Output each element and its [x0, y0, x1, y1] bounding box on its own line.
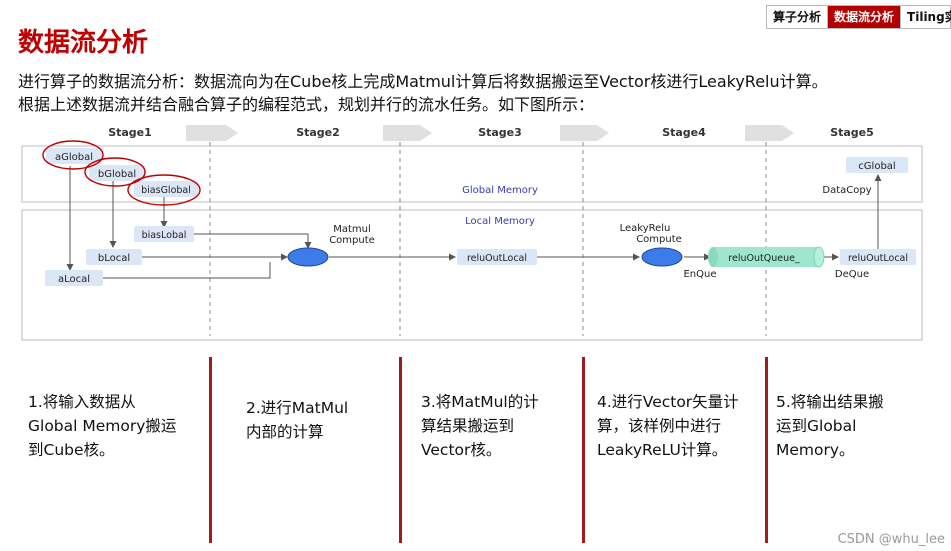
stage2-description: 2.进行MatMul 内部的计算: [246, 396, 348, 444]
node-reluOutLocal-stage5-label: reluOutLocal: [848, 253, 908, 264]
stage-label-2: Stage2: [296, 126, 340, 139]
node-biasGlobal: [134, 181, 198, 197]
intro-text: 进行算子的数据流分析：数据流向为在Cube核上完成Matmul计算后将数据搬运至…: [18, 70, 943, 116]
node-reluOutLocal-stage3: [457, 249, 537, 265]
stage-arrow-3: [560, 125, 609, 141]
stage3-desc-line1: 3.将MatMul的计: [421, 393, 539, 411]
node-cGlobal-label: cGlobal: [858, 161, 895, 172]
column-divider-3: [582, 357, 585, 543]
node-aGlobal: [46, 148, 102, 164]
leakyrelu-label-line2: Compute: [636, 234, 682, 245]
stage2-desc-line2: 内部的计算: [246, 423, 324, 441]
datacopy-label: DataCopy: [822, 185, 871, 196]
stage-label-5: Stage5: [830, 126, 874, 139]
node-bLocal: [86, 249, 142, 265]
node-bGlobal-label: bGlobal: [98, 169, 136, 180]
stage-label-4: Stage4: [662, 126, 706, 139]
tab-dataflow-analysis[interactable]: 数据流分析: [828, 6, 902, 28]
queue-left-cap: [708, 247, 718, 267]
top-tab-bar: 算子分析 数据流分析 Tiling实: [766, 5, 951, 29]
stage3-description: 3.将MatMul的计 算结果搬运到 Vector核。: [421, 390, 539, 462]
highlight-circle-biasGlobal: [127, 174, 201, 206]
watermark: CSDN @whu_lee: [837, 532, 945, 547]
tab-operator-analysis[interactable]: 算子分析: [767, 6, 829, 28]
deque-label: DeQue: [835, 269, 869, 280]
tab-tiling[interactable]: Tiling实: [901, 6, 951, 28]
stage-arrow-4: [745, 125, 794, 141]
node-biasGlobal-label: biasGlobal: [141, 185, 191, 196]
node-reluOutLocal-stage5: [840, 249, 916, 265]
stage-label-3: Stage3: [478, 126, 522, 139]
stage4-desc-line1: 4.进行Vector矢量计: [597, 393, 739, 411]
stage4-desc-line2: 算，该样例中进行: [597, 417, 722, 435]
stage3-desc-line3: Vector核。: [421, 441, 502, 459]
stage-label-1: Stage1: [108, 126, 152, 139]
stage4-desc-line3: LeakyReLU计算。: [597, 441, 728, 459]
highlight-circle-bGlobal: [84, 157, 146, 187]
queue-right-cap: [813, 246, 825, 268]
stage5-desc-line3: Memory。: [776, 441, 855, 459]
edge-biasLobal-matmul: [194, 233, 312, 249]
node-reluOutQueue-label: reluOutQueue_: [728, 253, 800, 264]
local-memory-label: Local Memory: [465, 216, 535, 227]
matmul-compute-node: [287, 247, 329, 267]
stage4-description: 4.进行Vector矢量计 算，该样例中进行 LeakyReLU计算。: [597, 390, 739, 462]
stage5-desc-line2: 运到Global: [776, 417, 857, 435]
stage1-description: 1.将输入数据从 Global Memory搬运 到Cube核。: [28, 390, 176, 462]
stage1-desc-line3: 到Cube核。: [28, 441, 115, 459]
node-reluOutLocal-stage3-label: reluOutLocal: [467, 253, 527, 264]
intro-line-2: 根据上述数据流并结合融合算子的编程范式，规划并行的流水任务。如下图所示：: [18, 95, 595, 114]
highlight-circle-aGlobal: [42, 140, 104, 170]
node-bLocal-label: bLocal: [98, 253, 130, 264]
page-title: 数据流分析: [18, 28, 149, 58]
stage5-description: 5.将输出结果搬 运到Global Memory。: [776, 390, 884, 462]
stage1-desc-line1: 1.将输入数据从: [28, 393, 136, 411]
node-aLocal: [45, 270, 103, 286]
edge-aLocal-matmul: [103, 262, 271, 279]
node-reluOutQueue: [713, 247, 819, 267]
column-divider-1: [209, 357, 212, 543]
stage-arrow-2: [383, 125, 432, 141]
node-aGlobal-label: aGlobal: [55, 152, 93, 163]
node-aLocal-label: aLocal: [58, 274, 90, 285]
intro-line-1: 进行算子的数据流分析：数据流向为在Cube核上完成Matmul计算后将数据搬运至…: [18, 72, 828, 91]
leakyrelu-label-line1: LeakyRelu: [620, 223, 671, 234]
matmul-label-line2: Compute: [329, 235, 375, 246]
node-biasLobal: [134, 226, 194, 242]
global-memory-label: Global Memory: [462, 185, 538, 196]
column-divider-4: [765, 357, 768, 543]
node-biasLobal-label: biasLobal: [142, 230, 187, 241]
leakyrelu-compute-node: [641, 247, 683, 267]
matmul-label-line1: Matmul: [333, 224, 371, 235]
node-bGlobal: [89, 165, 145, 181]
stage-arrow-1: [186, 125, 238, 141]
stage5-desc-line1: 5.将输出结果搬: [776, 393, 884, 411]
stage2-desc-line1: 2.进行MatMul: [246, 399, 349, 417]
node-cGlobal: [846, 157, 908, 173]
pipeline-diagram: Stage1 Stage2 Stage3 Stage4 Stage5 Globa…: [21, 125, 923, 341]
enque-label: EnQue: [683, 269, 716, 280]
stage1-desc-line2: Global Memory搬运: [28, 417, 177, 435]
stage3-desc-line2: 算结果搬运到: [421, 417, 515, 435]
column-divider-2: [399, 357, 402, 543]
